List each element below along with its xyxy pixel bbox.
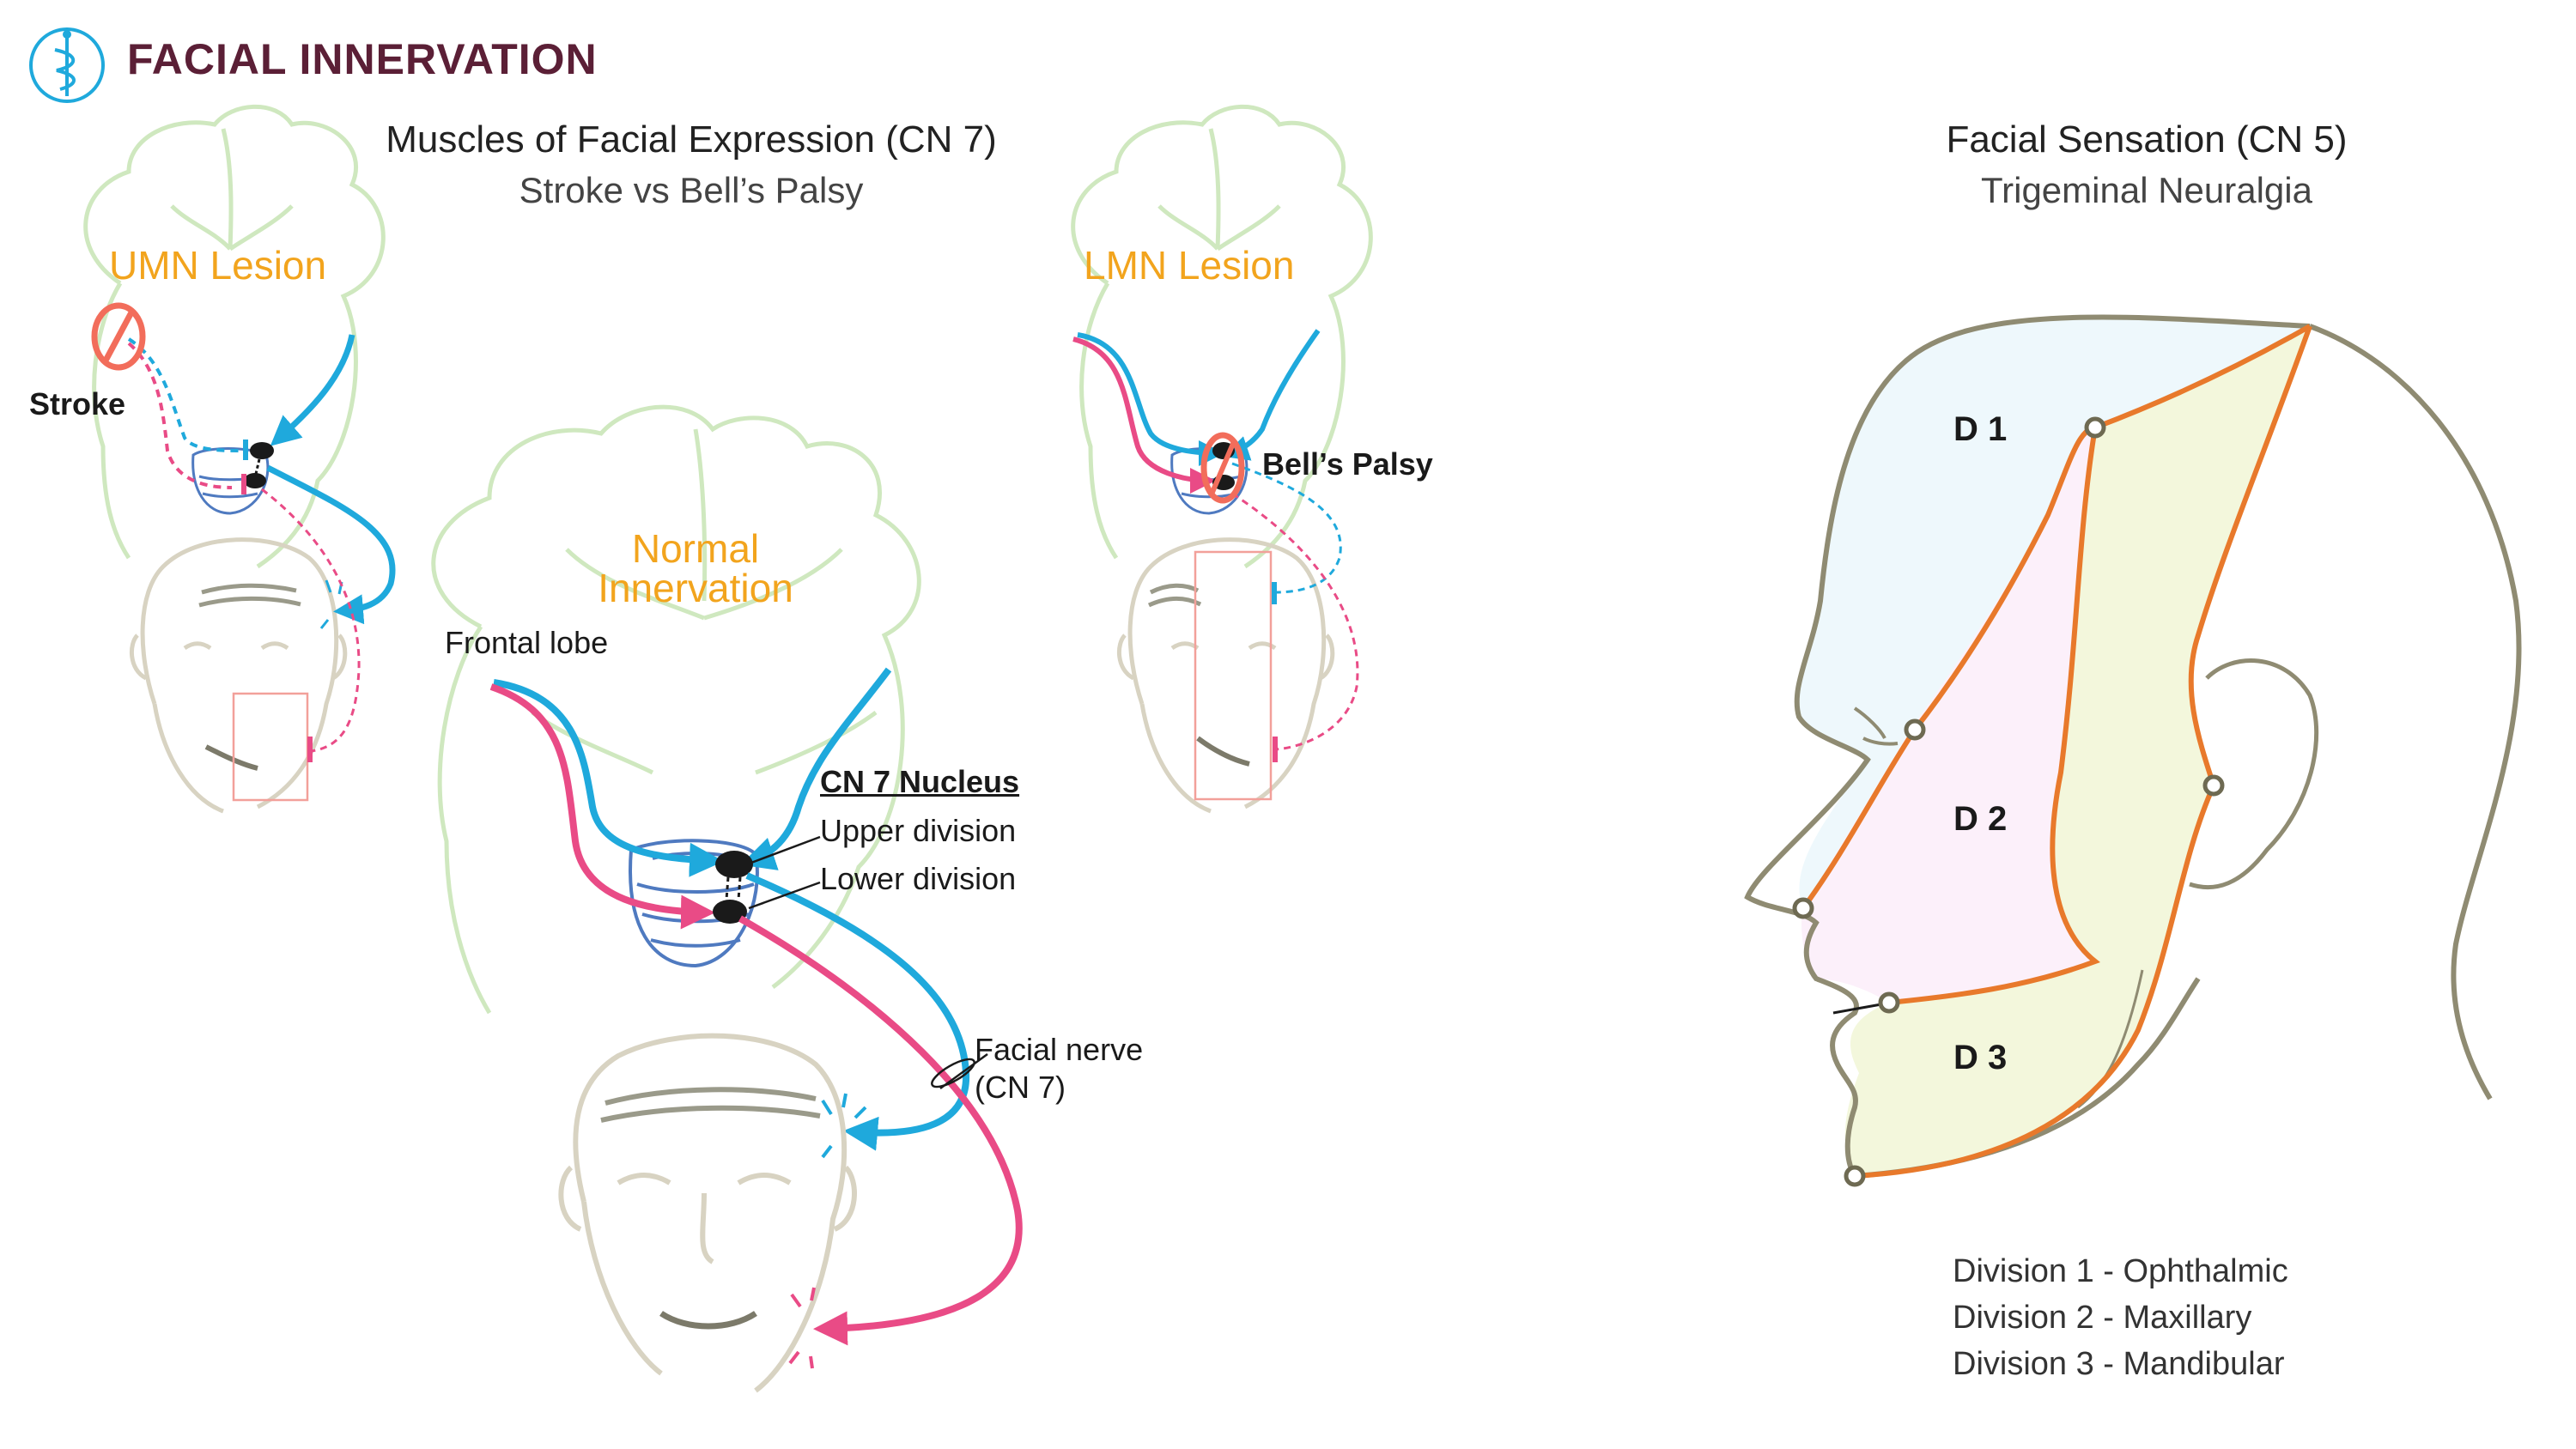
- bells-palsy-lesion-icon: [1200, 432, 1245, 504]
- d3-label: D 3: [1953, 1039, 2008, 1076]
- dermatome-border-d1-d2: [1801, 324, 2312, 910]
- normal-contralateral-upper: [740, 667, 892, 870]
- lower-division-label: Lower division: [820, 861, 1017, 896]
- lmn-ipsilateral-upper: [1077, 332, 1224, 466]
- cn7-nucleus-label: CN 7 Nucleus: [820, 764, 1020, 799]
- umn-upper-block: [243, 440, 248, 460]
- umn-mouth-block: [307, 737, 313, 762]
- lmn-facial-nerve-upper-dashed: [1231, 462, 1342, 594]
- ear-outline: [2189, 658, 2319, 890]
- upper-division-label: Upper division: [820, 813, 1017, 848]
- normal-mouth: [659, 1311, 757, 1330]
- d1-label: D 1: [1953, 410, 2008, 448]
- legend-division-3: Division 3 - Mandibular: [1953, 1346, 2285, 1382]
- frontal-lobe-label: Frontal lobe: [445, 625, 609, 660]
- normal-forehead-wrinkles: [600, 1087, 821, 1123]
- normal-nucleus-upper: [715, 851, 753, 878]
- lmn-forehead-wrinkles: [1147, 583, 1202, 608]
- umn-nucleus-upper: [250, 442, 274, 459]
- umn-lower-pathway-dashed: [127, 342, 233, 489]
- lmn-facial-nerve-lower-dashed: [1231, 492, 1359, 751]
- umn-lesion-title: UMN Lesion: [109, 243, 327, 288]
- lmn-mouth-block: [1273, 737, 1278, 762]
- normal-innervation-title-line1: Normal: [631, 526, 760, 571]
- facial-nerve-pointer: [931, 1052, 988, 1090]
- umn-contralateral-pathway: [270, 334, 355, 446]
- cn5-section-title: Facial Sensation (CN 5): [1946, 118, 2348, 161]
- lmn-brain: [1071, 104, 1373, 569]
- normal-forehead-spark: [821, 1093, 867, 1159]
- d2-label: D 2: [1953, 800, 2008, 838]
- umn-upper-pathway-dashed: [127, 337, 241, 452]
- upper-division-pointer: [750, 835, 821, 864]
- trigeminal-exit-points: [1792, 416, 2225, 1187]
- umn-brain: [83, 104, 386, 569]
- lmn-affected-box: [1194, 550, 1273, 801]
- normal-mouth-spark: [788, 1287, 816, 1369]
- normal-facial-nerve-lower: [738, 915, 1023, 1346]
- bells-palsy-label: Bell’s Palsy: [1262, 446, 1433, 482]
- lmn-face: [1116, 537, 1335, 814]
- umn-lower-block: [241, 474, 246, 494]
- stroke-label: Stroke: [29, 386, 126, 421]
- umn-droop-mouth: [204, 744, 258, 771]
- facial-nerve-label-line2: (CN 7): [975, 1070, 1066, 1105]
- lmn-forehead-block: [1272, 582, 1277, 604]
- lmn-droop-mouth: [1196, 736, 1250, 767]
- umn-facial-nerve-lower-dashed: [261, 488, 361, 753]
- normal-innervation-title-line2: Innervation: [598, 566, 793, 610]
- umn-facial-nerve-upper: [266, 464, 396, 625]
- page-title: FACIAL INNERVATION: [127, 35, 598, 83]
- cn7-section-subtitle: Stroke vs Bell’s Palsy: [519, 170, 864, 210]
- umn-affected-box: [232, 692, 309, 802]
- umn-nucleus-lower: [244, 473, 266, 488]
- cn5-section-subtitle: Trigeminal Neuralgia: [1981, 170, 2312, 210]
- facial-nerve-label-line1: Facial nerve: [975, 1032, 1144, 1067]
- normal-ipsilateral-upper: [493, 679, 724, 877]
- dermatome-border-d2-d3: [1888, 427, 2100, 1005]
- stroke-lesion-icon: [91, 302, 146, 371]
- normal-facial-nerve-upper: [745, 872, 970, 1151]
- umn-forehead-wrinkles: [198, 583, 301, 608]
- normal-face: [558, 1033, 857, 1393]
- cn7-section-title: Muscles of Facial Expression (CN 7): [386, 118, 997, 161]
- lmn-lesion-title: LMN Lesion: [1084, 243, 1295, 288]
- legend-division-1: Division 1 - Ophthalmic: [1953, 1253, 2288, 1289]
- legend-division-2: Division 2 - Maxillary: [1953, 1300, 2252, 1336]
- umn-face: [129, 537, 348, 814]
- normal-nucleus-lower: [713, 900, 747, 924]
- dermatome-border-d3-posterior: [1854, 324, 2312, 1179]
- lmn-contralateral-pathway: [1223, 329, 1321, 461]
- normal-ipsilateral-lower: [489, 683, 715, 930]
- lmn-ipsilateral-lower: [1072, 336, 1216, 494]
- d1-region: [1796, 317, 2310, 908]
- nose-detail: [1853, 706, 1899, 746]
- d3-region: [1844, 326, 2310, 1176]
- d2-region: [1801, 427, 2095, 1003]
- caduceus-icon: [29, 27, 105, 103]
- lower-division-pointer: [748, 881, 821, 910]
